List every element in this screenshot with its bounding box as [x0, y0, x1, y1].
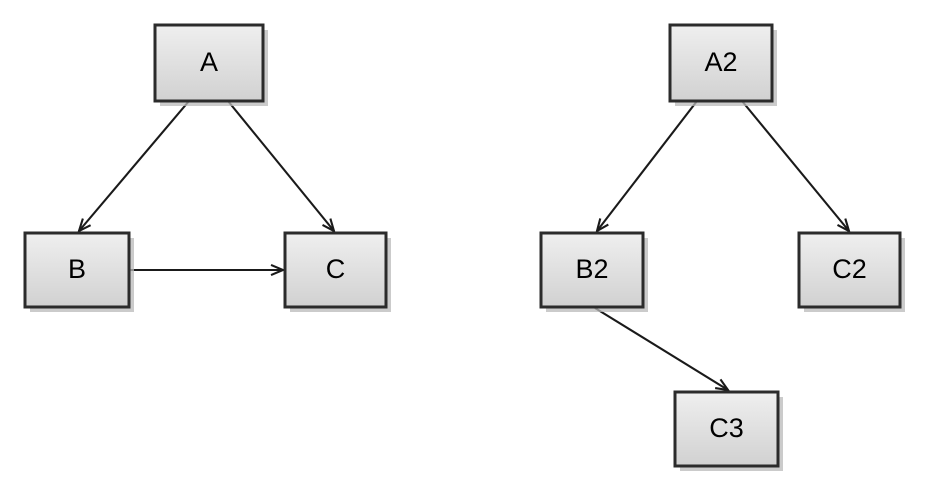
node-b[interactable]: B: [23, 231, 134, 312]
edge-a-to-b: [77, 100, 190, 234]
node-a[interactable]: A: [153, 23, 268, 106]
node-label: A2: [704, 47, 737, 77]
edge-a2-to-b2: [595, 100, 698, 234]
arrowhead-icon: [714, 378, 731, 392]
edge-line: [594, 307, 729, 391]
arrowhead-icon: [595, 218, 609, 234]
edge-line: [78, 100, 190, 232]
arrowhead-icon: [77, 218, 92, 234]
node-box[interactable]: [23, 231, 131, 309]
edge-a2-to-c2: [741, 100, 851, 234]
node-c[interactable]: C: [283, 231, 391, 312]
node-box[interactable]: [539, 231, 645, 309]
edge-b2-to-c3: [594, 307, 731, 392]
node-box[interactable]: [668, 23, 774, 103]
edges-layer: [77, 100, 851, 392]
arrowhead-icon: [322, 218, 336, 234]
node-label: B: [68, 254, 86, 284]
node-a2[interactable]: A2: [668, 23, 777, 106]
node-c2[interactable]: C2: [797, 231, 905, 312]
node-label: C: [326, 254, 346, 284]
edge-line: [596, 100, 698, 232]
arrowhead-icon: [270, 263, 286, 277]
node-label: A: [200, 47, 218, 77]
edge-line: [741, 100, 850, 232]
edge-a-to-c: [227, 100, 336, 234]
node-box[interactable]: [153, 23, 265, 103]
node-label: C3: [709, 413, 744, 443]
node-box[interactable]: [283, 231, 388, 309]
node-c3[interactable]: C3: [673, 390, 783, 471]
node-box[interactable]: [797, 231, 902, 309]
node-label: C2: [832, 254, 867, 284]
node-label: B2: [575, 254, 608, 284]
edge-b-to-c: [130, 263, 286, 277]
edge-line: [227, 100, 335, 232]
node-b2[interactable]: B2: [539, 231, 648, 312]
arrowhead-icon: [836, 218, 851, 234]
node-box[interactable]: [673, 390, 780, 468]
